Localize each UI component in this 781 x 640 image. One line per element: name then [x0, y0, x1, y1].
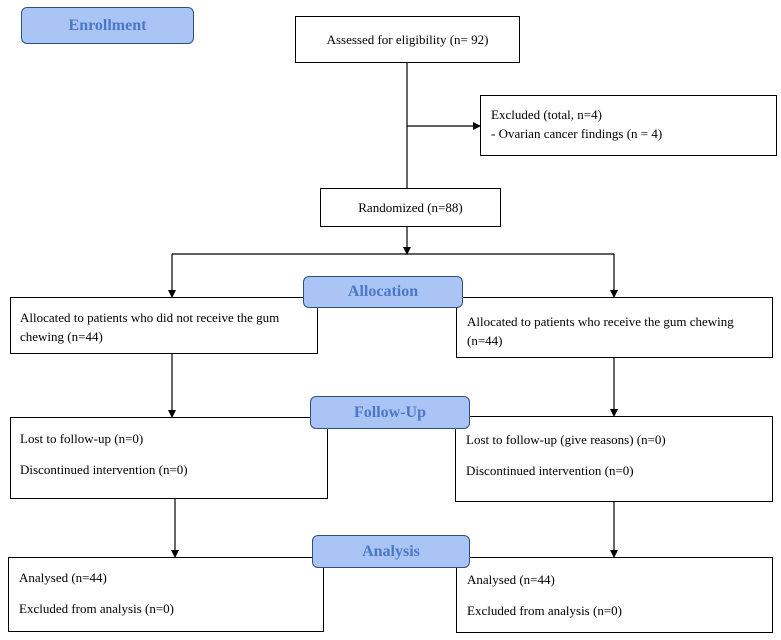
allocation-left-line2: chewing (n=44) [20, 329, 103, 344]
followup-right-lost: Lost to follow-up (give reasons) (n=0) [466, 432, 666, 447]
allocation-right-line1: Allocated to patients who receive the gu… [467, 314, 734, 329]
assessed-box: Assessed for eligibility (n= 92) [295, 16, 520, 63]
excluded-title: Excluded (total, n=4) [491, 107, 602, 122]
assessed-text: Assessed for eligibility (n= 92) [326, 32, 489, 47]
analysis-right-analysed: Analysed (n=44) [467, 572, 555, 587]
followup-right-discontinued: Discontinued intervention (n=0) [466, 463, 634, 478]
analysis-left-excluded: Excluded from analysis (n=0) [19, 601, 174, 616]
randomized-text: Randomized (n=88) [358, 200, 463, 215]
analysis-left-analysed: Analysed (n=44) [19, 570, 107, 585]
followup-right-box: Lost to follow-up (give reasons) (n=0) D… [455, 416, 773, 502]
excluded-box: Excluded (total, n=4) - Ovarian cancer f… [480, 95, 777, 156]
allocation-right-line2: (n=44) [467, 333, 503, 348]
stage-allocation: Allocation [303, 276, 463, 308]
randomized-box: Randomized (n=88) [320, 188, 501, 227]
followup-left-lost: Lost to follow-up (n=0) [20, 431, 144, 446]
followup-left-discontinued: Discontinued intervention (n=0) [20, 462, 188, 477]
stage-analysis: Analysis [312, 535, 470, 568]
excluded-reason: - Ovarian cancer findings (n = 4) [491, 126, 663, 141]
stage-enrollment: Enrollment [21, 7, 194, 44]
followup-left-box: Lost to follow-up (n=0) Discontinued int… [10, 417, 328, 499]
allocation-left-line1: Allocated to patients who did not receiv… [20, 310, 280, 325]
analysis-right-box: Analysed (n=44) Excluded from analysis (… [456, 557, 773, 633]
allocation-left-box: Allocated to patients who did not receiv… [10, 297, 318, 354]
allocation-right-box: Allocated to patients who receive the gu… [456, 297, 773, 358]
stage-follow-up: Follow-Up [310, 396, 470, 429]
analysis-right-excluded: Excluded from analysis (n=0) [467, 603, 622, 618]
analysis-left-box: Analysed (n=44) Excluded from analysis (… [8, 557, 324, 632]
